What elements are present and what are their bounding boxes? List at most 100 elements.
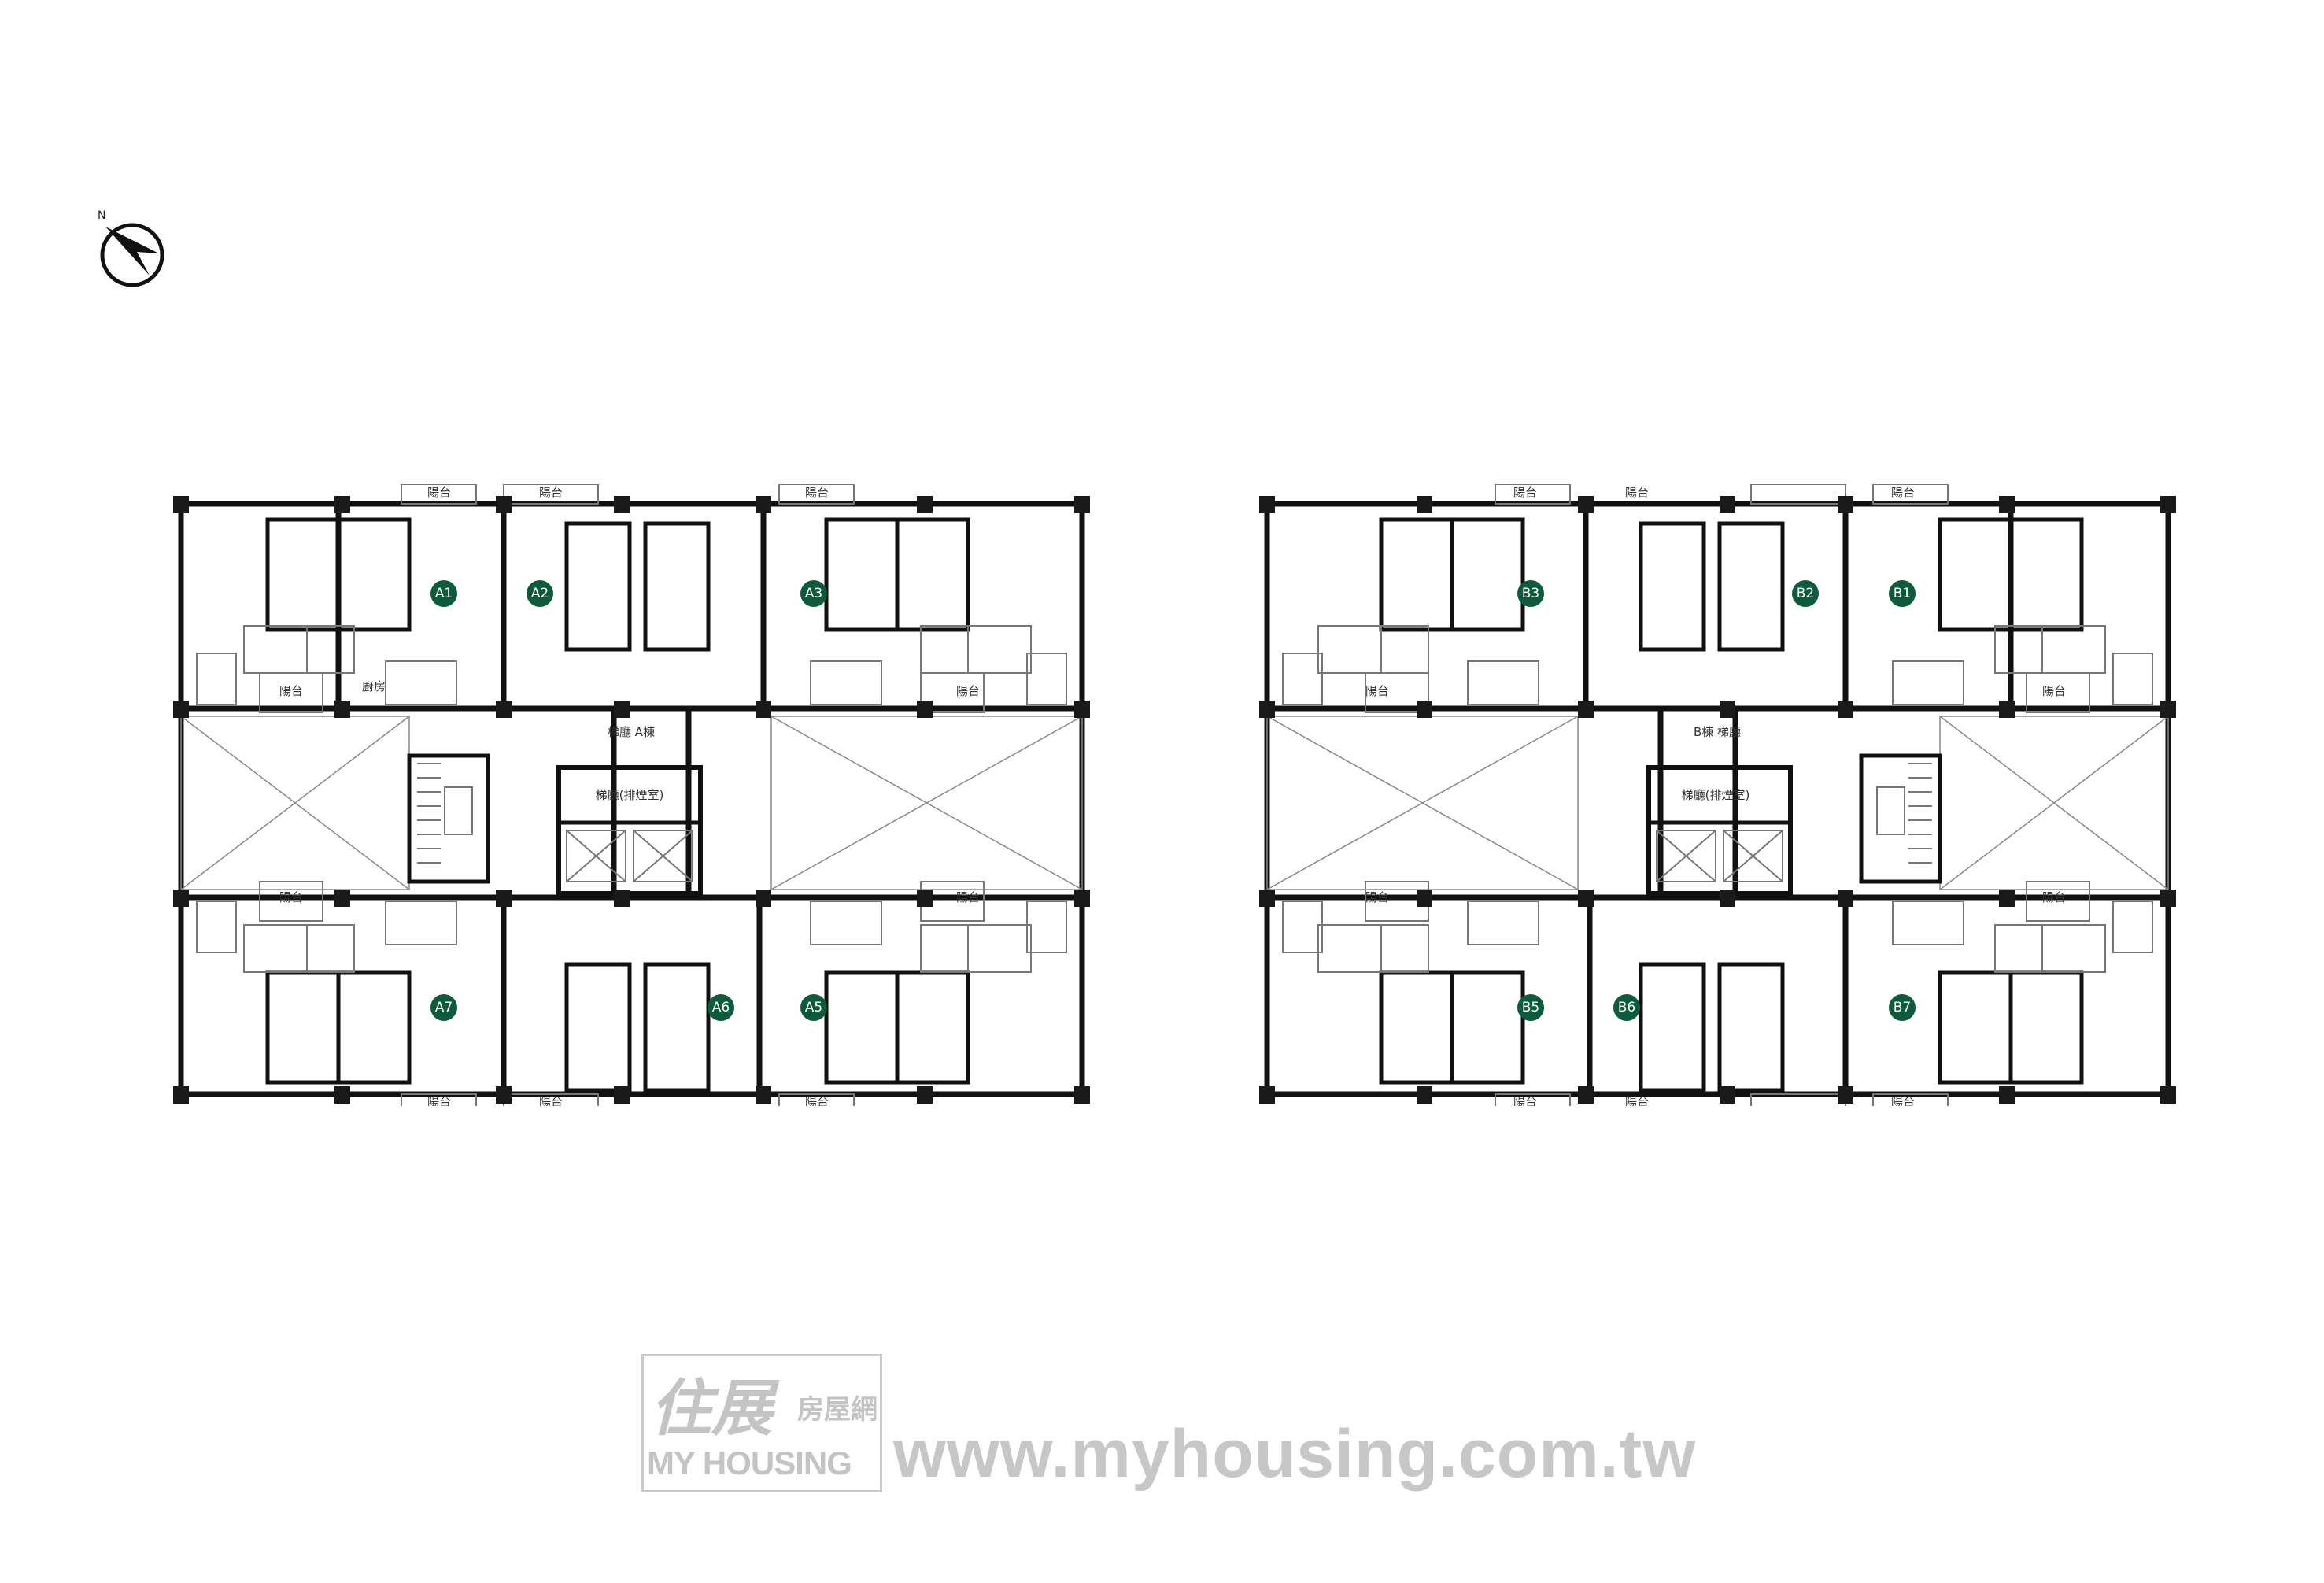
- bathroom: [1892, 901, 1964, 945]
- balcony: [778, 1093, 855, 1106]
- structural-column: [2160, 890, 2176, 907]
- unit-label: B2: [1797, 586, 1814, 601]
- elevator-cross: [566, 830, 626, 882]
- unit-badge: A5: [800, 994, 827, 1021]
- void-cross: [180, 716, 410, 890]
- bedroom-wall: [265, 517, 341, 632]
- elevator-icon: [633, 830, 693, 882]
- balcony-label: 陽台: [805, 1095, 829, 1106]
- unit-badge-circle: [1517, 580, 1544, 607]
- bedroom-wall: [2008, 970, 2084, 1085]
- structural-column: [1838, 701, 1853, 718]
- structural-column: [1999, 890, 2015, 907]
- balcony-label: 陽台: [1513, 1095, 1537, 1106]
- structural-column: [917, 890, 933, 907]
- structural-column: [334, 496, 350, 513]
- structural-column: [756, 496, 771, 513]
- unit-badge: B5: [1517, 994, 1544, 1021]
- unit-label: B1: [1894, 586, 1911, 601]
- elevator-cross: [1656, 830, 1716, 882]
- bathroom: [306, 625, 355, 674]
- bedroom-wall: [336, 970, 412, 1085]
- unit-badge: B1: [1889, 580, 1916, 607]
- unit-badge-circle: [1889, 994, 1916, 1021]
- structural-column: [1720, 1086, 1735, 1104]
- stairwell: [407, 753, 490, 884]
- unit-label: A5: [805, 1000, 822, 1015]
- bathroom: [243, 924, 308, 973]
- structural-column: [614, 701, 630, 718]
- watermark-logo: 住展 房屋網 MY HOUSING: [641, 1354, 882, 1492]
- balcony-label: 陽台: [427, 1095, 451, 1106]
- structural-column: [1999, 701, 2015, 718]
- unit-badge: B7: [1889, 994, 1916, 1021]
- balcony: [2026, 881, 2090, 922]
- bedroom-wall: [1639, 962, 1706, 1093]
- unit-badge: A2: [527, 580, 553, 607]
- structural-column: [756, 890, 771, 907]
- unit-badge-circle: [1613, 994, 1640, 1021]
- stairwell: [1859, 753, 1942, 884]
- balcony-label: 陽台: [279, 890, 303, 904]
- unit-label: A3: [805, 586, 822, 601]
- bathroom: [1467, 660, 1539, 705]
- balcony-label: 陽台: [1365, 890, 1389, 904]
- structural-column: [1578, 701, 1594, 718]
- balcony-label: 陽台: [956, 684, 980, 698]
- balcony-label: 陽台: [1891, 1095, 1915, 1106]
- unit-badge: B6: [1613, 994, 1640, 1021]
- void-cross: [770, 716, 1083, 890]
- bedroom-wall: [1379, 517, 1454, 632]
- structural-column: [917, 701, 933, 718]
- balcony: [259, 672, 323, 713]
- bedroom-wall: [824, 970, 900, 1085]
- unit-badge-circle: [1517, 994, 1544, 1021]
- structural-column: [1999, 496, 2015, 513]
- balcony-label: 陽台: [279, 684, 303, 698]
- structural-column: [496, 496, 512, 513]
- balcony-label: 陽台: [539, 486, 563, 500]
- bedroom-wall: [1450, 970, 1525, 1085]
- bathroom: [810, 660, 882, 705]
- smoke-lobby-label: 梯廳(排煙室): [596, 788, 664, 802]
- bedroom-wall: [1379, 970, 1454, 1085]
- structural-column: [2160, 496, 2176, 513]
- unit-label: A7: [435, 1000, 453, 1015]
- void-cross: [1939, 716, 2169, 890]
- balcony-label: 陽台: [1365, 684, 1389, 698]
- bedroom-wall: [643, 962, 711, 1093]
- structural-column: [756, 701, 771, 718]
- unit-label: A6: [712, 1000, 730, 1015]
- bathroom: [810, 901, 882, 945]
- unit-badge: B2: [1792, 580, 1819, 607]
- myhousing-watermark: 住展 房屋網 MY HOUSING www.myhousing.com.tw: [641, 1354, 1712, 1496]
- structural-column: [756, 1086, 771, 1104]
- elevator-icon: [1723, 830, 1783, 882]
- structural-column: [1720, 496, 1735, 513]
- bathroom: [2041, 625, 2106, 674]
- structural-column: [1720, 701, 1735, 718]
- bathroom: [1380, 924, 1429, 973]
- balcony: [1750, 1093, 1846, 1106]
- bedroom-wall: [1717, 521, 1785, 652]
- balcony-label: 陽台: [539, 1095, 563, 1106]
- bathroom: [306, 924, 355, 973]
- balcony: [1872, 1093, 1949, 1106]
- balcony-label: 陽台: [1625, 1095, 1649, 1106]
- elevator-cross: [1723, 830, 1783, 882]
- bedroom-wall: [1450, 517, 1525, 632]
- unit-badge: A1: [430, 580, 457, 607]
- bathroom: [1380, 625, 1429, 674]
- structural-column: [1074, 701, 1090, 718]
- bathroom: [967, 924, 1032, 973]
- unit-label: B3: [1522, 586, 1539, 601]
- structural-column: [1259, 890, 1275, 907]
- structural-column: [1417, 890, 1432, 907]
- unit-badge-circle: [527, 580, 553, 607]
- lobby-label: 梯廳 A棟: [608, 725, 655, 739]
- balcony: [1495, 484, 1571, 505]
- structural-column: [2160, 701, 2176, 718]
- plan-structure: [1259, 484, 2176, 1106]
- structural-column: [1578, 890, 1594, 907]
- structural-column: [173, 701, 189, 718]
